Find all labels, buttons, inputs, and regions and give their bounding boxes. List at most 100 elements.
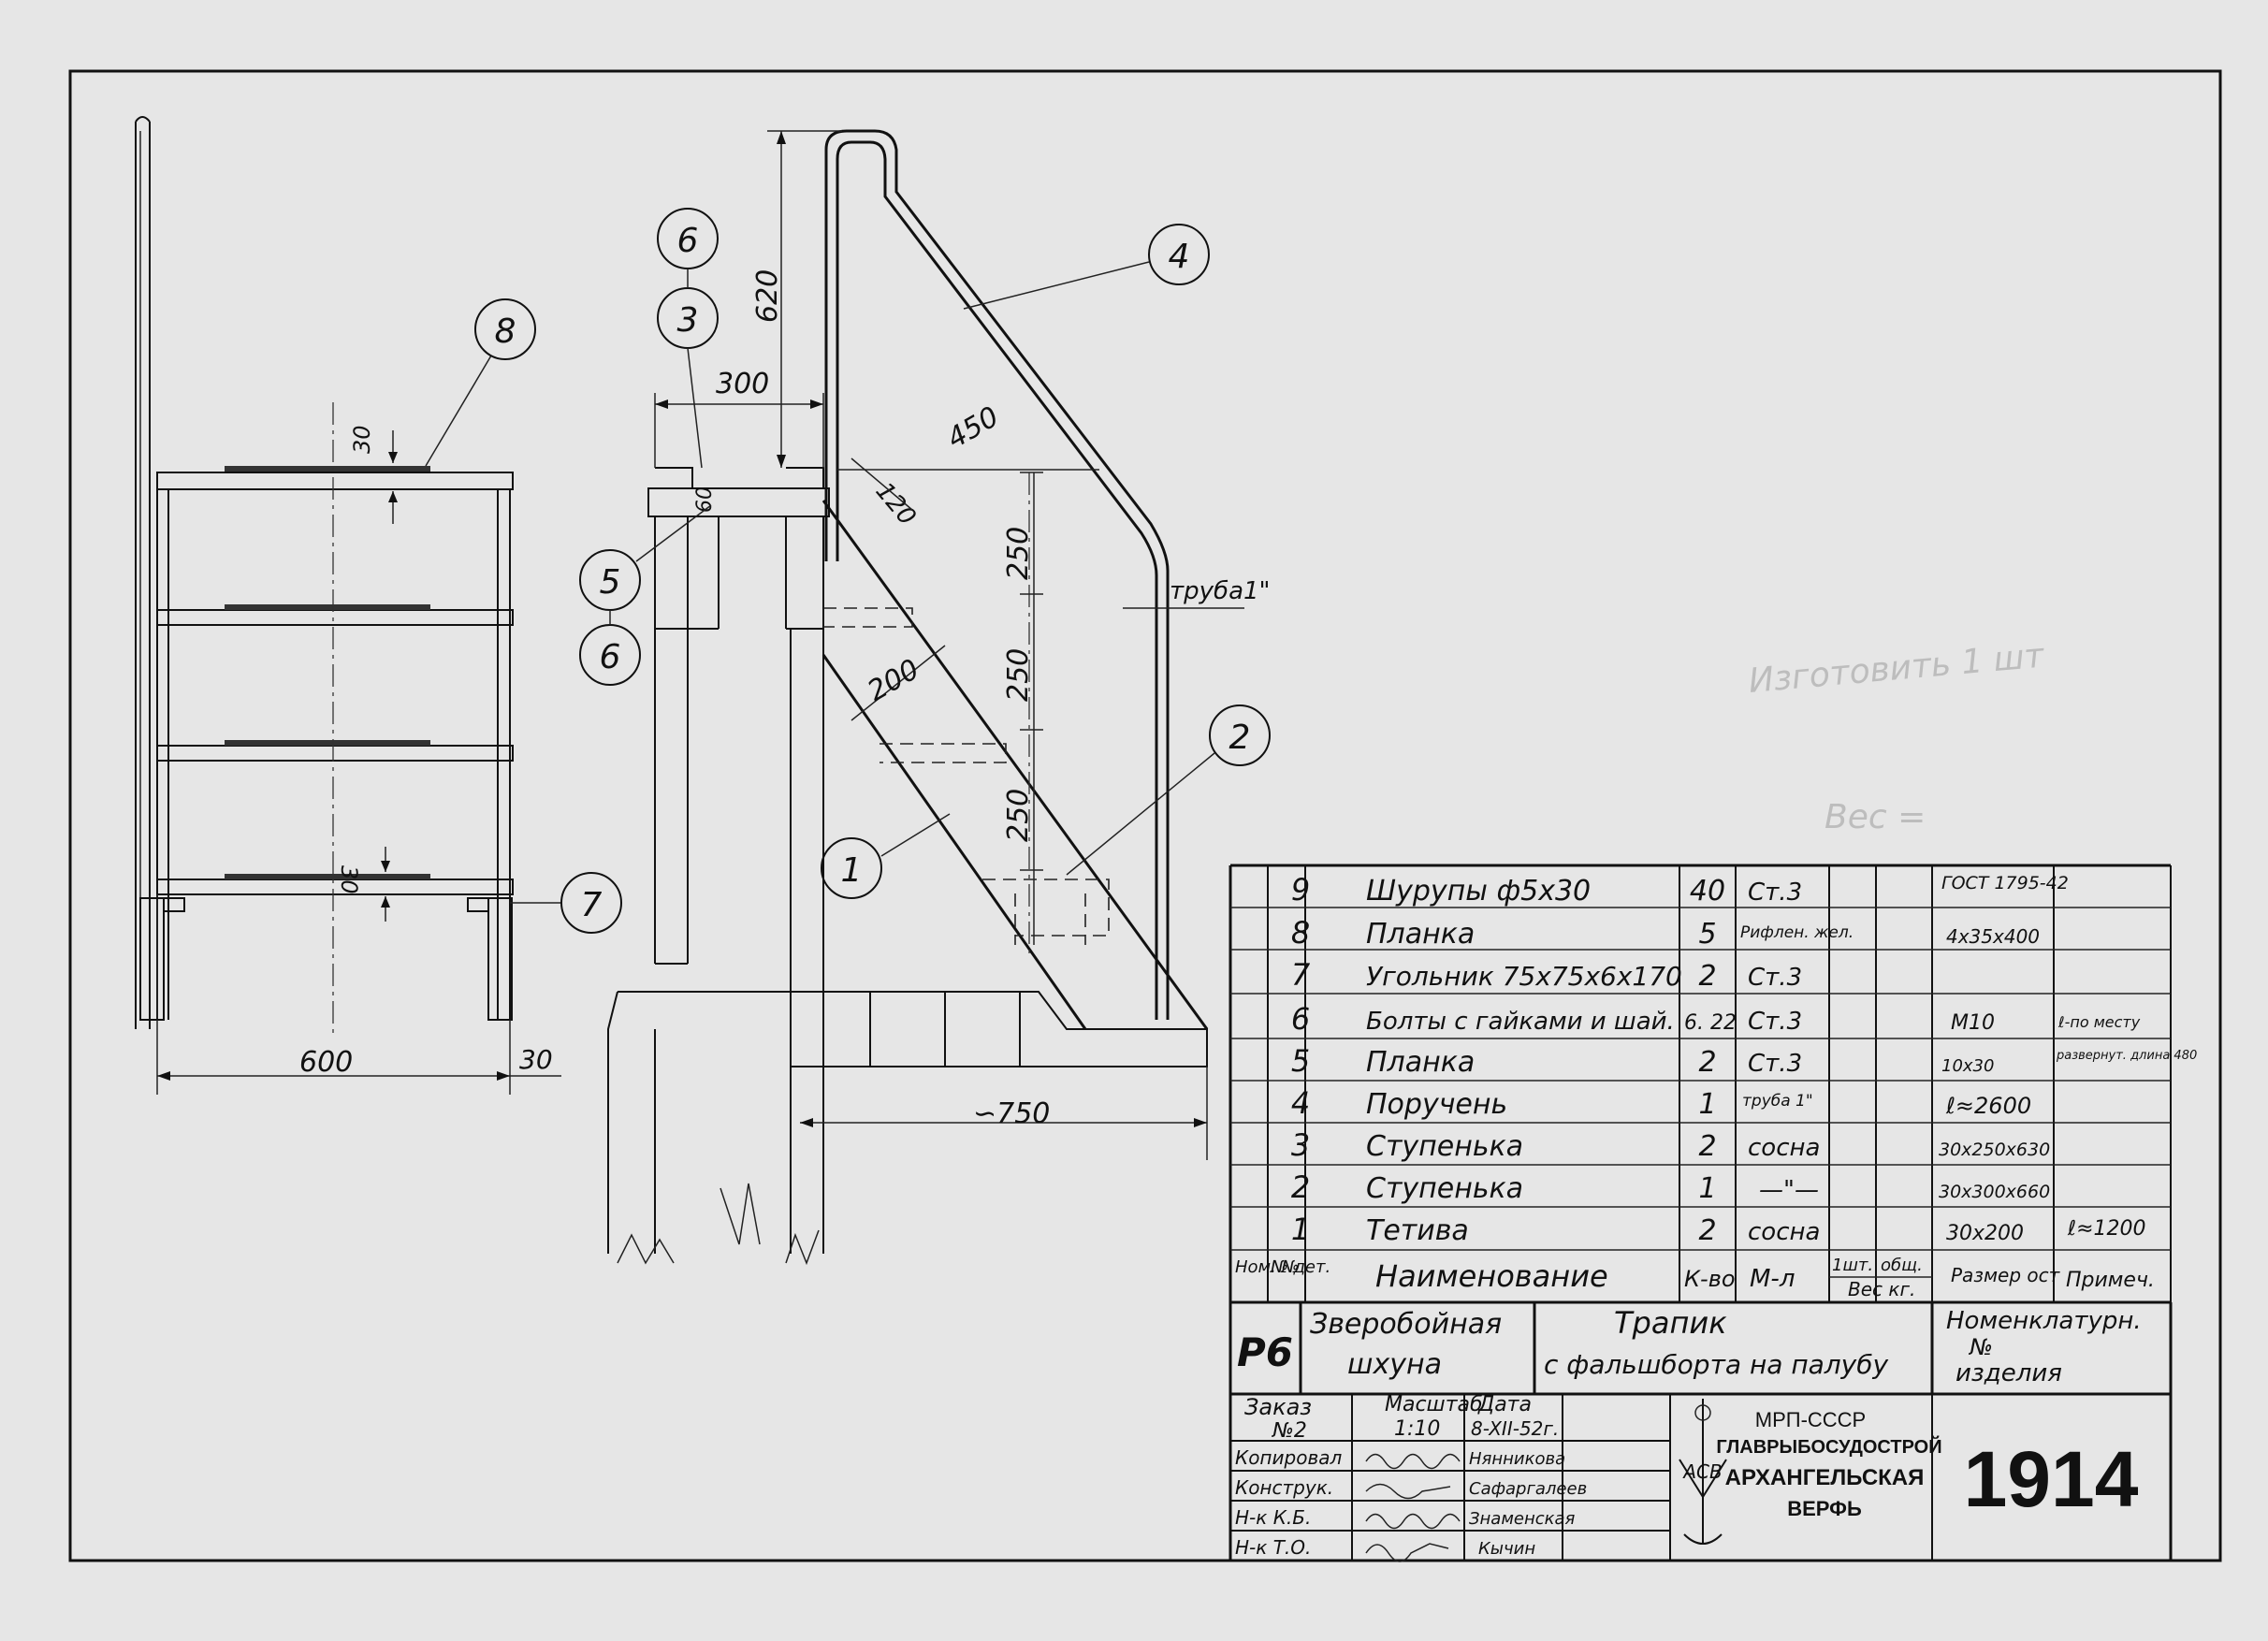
bom-qty: 5: [1698, 918, 1716, 951]
bom-no: 4: [1291, 1085, 1310, 1121]
bom-row: 2 Ступенька 1 —"— 30х300х660: [1291, 1169, 2050, 1205]
bom-header-mat: М-л: [1750, 1265, 1795, 1293]
balloon-3: 3: [677, 301, 699, 340]
bom-header-w2: общ.: [1881, 1256, 1923, 1275]
dim-250-c: 250: [1002, 789, 1035, 842]
signature-3: [1365, 1543, 1449, 1562]
bom-header-name: Наименование: [1375, 1258, 1608, 1294]
bom-qty: 2: [1698, 1214, 1716, 1247]
tb-nom-2: №: [1968, 1334, 1993, 1360]
pipe-note: труба1": [1170, 577, 1271, 605]
bom-name: Ступенька: [1366, 1172, 1523, 1205]
tb-scale-2: 1:10: [1394, 1417, 1440, 1441]
tb-org-4: ВЕРФЬ: [1787, 1497, 1862, 1520]
dim-60: 60: [693, 486, 717, 513]
bom-name: Угольник 75х75х6х170: [1366, 961, 1682, 992]
dim-30-right: 30: [519, 1044, 553, 1075]
balloon-5: 5: [600, 563, 621, 602]
bom-size: 4х35х400: [1946, 925, 2040, 948]
tb-org-3: АРХАНГЕЛЬСКАЯ: [1725, 1465, 1925, 1490]
side-view: 620 300 450 120 60 250 250 250 200 ∽750 …: [579, 129, 1271, 1266]
tb-date-2: 8-XII-52г.: [1471, 1417, 1559, 1440]
dim-250-a: 250: [1002, 527, 1035, 580]
tb-vessel-2: шхуна: [1347, 1348, 1442, 1381]
bom-qty: 2: [1698, 1046, 1716, 1079]
tb-nom-1: Номенклатурн.: [1946, 1307, 2142, 1335]
bom-no: 9: [1291, 872, 1310, 908]
bom-qty: 1: [1698, 1088, 1716, 1121]
signature-1: [1365, 1483, 1451, 1500]
bom-no: 8: [1291, 915, 1310, 951]
bom-name: Шурупы ф5х30: [1366, 875, 1591, 908]
dim-450: 450: [942, 400, 1005, 456]
dim-200: 200: [863, 653, 925, 708]
bom-no: 6: [1291, 1001, 1310, 1037]
dim-30-top: 30: [349, 425, 375, 454]
dim-300: 300: [716, 368, 769, 400]
bom-size: 30х250х630: [1939, 1140, 2050, 1160]
bom-row: 3 Ступенька 2 сосна 30х250х630: [1291, 1127, 2050, 1163]
bom-size: ℓ≈2600: [1945, 1093, 2031, 1119]
bom-header-det: № дет.: [1270, 1257, 1330, 1277]
bom-no: 3: [1291, 1127, 1310, 1163]
bom-size: ГОСТ 1795-42: [1941, 873, 2069, 893]
bom-header-note: Примеч.: [2066, 1269, 2155, 1292]
bom-qty: 1: [1698, 1172, 1716, 1205]
bom-mat: сосна: [1748, 1134, 1820, 1162]
pencil-note-make: Изготовить 1 шт: [1747, 636, 2046, 701]
bom-size: М10: [1951, 1011, 1995, 1035]
bom-mat: сосна: [1748, 1218, 1820, 1246]
bom-qty: 40: [1690, 875, 1725, 908]
balloon-1: 1: [841, 851, 863, 890]
bom-note: ℓ-по месту: [2057, 1013, 2141, 1031]
bom-mat: —"—: [1759, 1176, 1819, 1204]
tb-vessel-1: Зверобойная: [1310, 1308, 1502, 1341]
bom-row: 5 Планка 2 Ст.3 10х30 развернут. длина 4…: [1291, 1043, 2197, 1079]
bom-note: ℓ≈1200: [2067, 1217, 2146, 1241]
bom-row: 8 Планка 5 Рифлен. жел. 4х35х400: [1291, 915, 2040, 951]
signature-0: [1365, 1453, 1461, 1470]
bom-mat: труба 1": [1742, 1092, 1813, 1111]
bom-mat: Рифлен. жел.: [1740, 923, 1854, 942]
bom-no: 2: [1291, 1169, 1310, 1205]
bom-row: 7 Угольник 75х75х6х170 2 Ст.3: [1291, 957, 1802, 993]
bom-row: 1 Тетива 2 сосна 30х200 ℓ≈1200: [1291, 1212, 2146, 1247]
bom-row: 6 Болты с гайками и шай. 6. 22 Ст.3 М10 …: [1291, 1001, 2141, 1037]
bom-no: 7: [1291, 957, 1311, 993]
bom-mat: Ст.3: [1748, 879, 1802, 907]
tb-role-3: Н-к Т.О.: [1235, 1536, 1311, 1559]
tb-code: Р6: [1237, 1329, 1293, 1375]
balloon-2: 2: [1229, 719, 1251, 757]
tb-order-1: Заказ: [1244, 1394, 1312, 1420]
shipyard-logo: АСВ: [1679, 1399, 1727, 1545]
tb-name-2: Знаменская: [1469, 1509, 1576, 1529]
balloon-4: 4: [1169, 238, 1190, 276]
bom-size: 30х300х660: [1939, 1182, 2050, 1202]
bom-mat: Ст.3: [1748, 1008, 1802, 1036]
dim-620: 620: [751, 269, 784, 323]
bom-note: развернут. длина 480: [2056, 1049, 2197, 1063]
bom-mat: Ст.3: [1748, 964, 1802, 992]
bom-qty: 2: [1698, 960, 1716, 993]
tb-title-2: с фальшборта на палубу: [1544, 1349, 1889, 1380]
balloon-7: 7: [581, 886, 603, 924]
tb-name-1: Сафаргалеев: [1469, 1479, 1587, 1499]
tb-role-2: Н-к К.Б.: [1235, 1506, 1311, 1529]
signature-2: [1365, 1513, 1461, 1530]
bom-header-size: Размер ост: [1951, 1264, 2061, 1286]
bom-row: 9 Шурупы ф5х30 40 Ст.3 ГОСТ 1795-42: [1291, 872, 2069, 908]
pencil-note-weight: Вес =: [1825, 798, 1926, 836]
bom-mat: Ст.3: [1748, 1050, 1802, 1078]
dim-750: ∽750: [973, 1097, 1050, 1130]
tb-order-2: №2: [1272, 1419, 1307, 1443]
bom-name: Планка: [1366, 1046, 1475, 1079]
bom-no: 1: [1291, 1212, 1310, 1247]
bom-qty: 2: [1698, 1130, 1716, 1163]
balloon-8: 8: [495, 312, 516, 351]
tb-name-3: Кычин: [1478, 1539, 1535, 1559]
bom-size: 10х30: [1941, 1056, 1994, 1076]
tb-nom-3: изделия: [1955, 1359, 2062, 1387]
bom-no: 5: [1291, 1043, 1310, 1079]
bom-name: Поручень: [1366, 1088, 1507, 1121]
